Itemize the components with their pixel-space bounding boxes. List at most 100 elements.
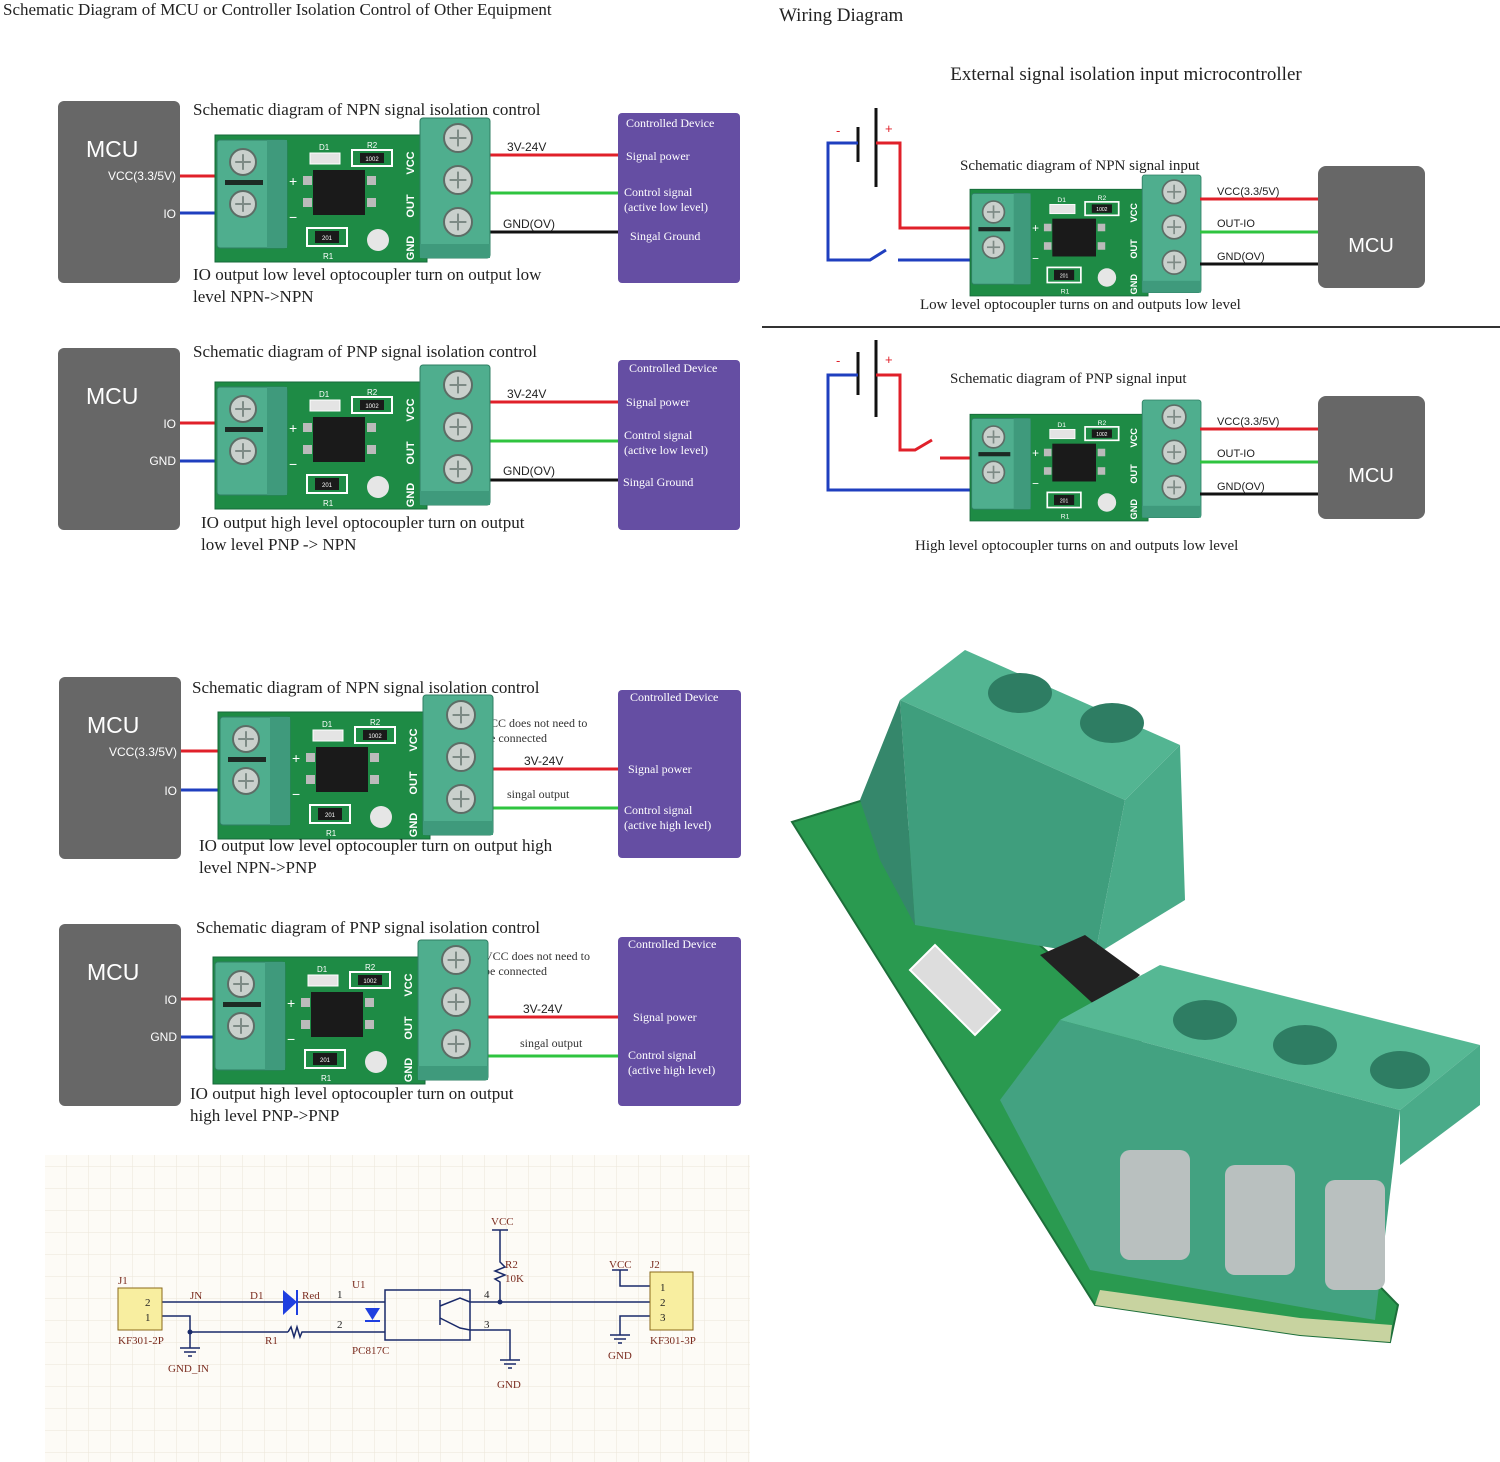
sch-label: R1 — [265, 1335, 278, 1347]
plus-label: + — [289, 420, 297, 436]
wiring-caption: Low level optocoupler turns on and outpu… — [920, 297, 1241, 313]
vcc-note: be connected — [484, 964, 547, 978]
sch-pin: 1 — [660, 1282, 666, 1294]
resistor-r1 — [304, 1049, 346, 1069]
wiring-title: Schematic diagram of NPN signal input — [960, 158, 1200, 174]
battery-plus: + — [885, 121, 893, 136]
sch-pin: 2 — [145, 1297, 151, 1309]
panel-title: Schematic diagram of NPN signal isolatio… — [193, 100, 541, 119]
sch-pin: 3 — [660, 1312, 666, 1324]
screw-hole — [1080, 703, 1144, 743]
r2-value: 1002 — [1096, 207, 1107, 213]
plus-label: + — [287, 995, 295, 1011]
pin-label: GND — [405, 483, 417, 508]
panel-caption: high level PNP->PNP — [190, 1106, 339, 1125]
terminal-2pin-top — [900, 650, 1180, 800]
resistor-body — [363, 730, 387, 740]
chip-pad — [367, 198, 376, 207]
panel-caption: IO output low level optocoupler turn on … — [199, 836, 553, 855]
resistor-body — [1054, 494, 1075, 505]
pin-label: OUT — [1129, 464, 1139, 484]
pcb-edge — [1095, 1290, 1392, 1342]
chip-pad — [367, 423, 376, 432]
pin-label: GND — [405, 236, 417, 261]
wire-label: OUT-IO — [1217, 218, 1255, 230]
mcu-label: MCU — [86, 383, 138, 409]
chip-pad — [301, 998, 310, 1007]
sch-pin: 4 — [484, 1289, 490, 1301]
chip-pad — [303, 198, 312, 207]
led-d1 — [309, 399, 341, 412]
ground-label: GND(OV) — [503, 464, 555, 478]
right-title: Wiring Diagram — [779, 5, 904, 26]
device-title: Controlled Device — [629, 361, 717, 375]
led-d1 — [307, 974, 339, 987]
pin-label: VCC — [405, 398, 417, 421]
device-line: Control signal — [624, 803, 693, 817]
pin-label: OUT — [1129, 239, 1139, 259]
voltage-label: 3V-24V — [507, 387, 546, 401]
r2-label: R2 — [370, 718, 381, 727]
r2-label: R2 — [365, 963, 376, 972]
terminal-lip — [418, 1066, 488, 1080]
terminal-side — [270, 717, 290, 825]
r1-label: R1 — [1061, 288, 1070, 295]
minus-label: − — [289, 456, 297, 472]
terminal-side — [265, 962, 285, 1070]
pin-label: VCC(3.3/5V) — [108, 169, 176, 183]
sch-pin: 2 — [337, 1319, 343, 1331]
mcu-label: MCU — [87, 712, 139, 738]
device-line: Singal Ground — [623, 475, 693, 489]
sch-label: VCC — [491, 1216, 514, 1228]
sch-label: D1 — [250, 1290, 263, 1302]
device-title: Controlled Device — [630, 690, 718, 704]
pin-label: GND — [149, 454, 176, 468]
resistor-r1 — [1046, 491, 1082, 509]
terminal-divider — [978, 452, 1011, 457]
resistor-body — [1091, 204, 1112, 213]
d1-label: D1 — [322, 720, 333, 729]
sch-label: R2 — [505, 1259, 518, 1271]
panel-npn-pnp: Schematic diagram of NPN signal isolatio… — [59, 677, 741, 877]
terminal-divider — [223, 1002, 261, 1007]
sch-label: Red — [302, 1290, 320, 1302]
led-d1 — [1049, 428, 1076, 440]
r2-value: 1002 — [365, 157, 379, 163]
resistor-r2 — [351, 396, 393, 414]
pin-label: OUT — [403, 1016, 415, 1040]
minus-label: − — [1032, 252, 1039, 265]
output-label: singal output — [520, 1036, 583, 1050]
wire-clamp — [1120, 1150, 1190, 1260]
wiring-npn: Schematic diagram of NPN signal input - … — [826, 108, 1425, 313]
panel-title: Schematic diagram of NPN signal isolatio… — [192, 678, 540, 697]
terminal-divider — [228, 757, 266, 762]
resistor-body — [315, 478, 339, 490]
plus-label: + — [292, 750, 300, 766]
terminal-lip — [423, 821, 493, 835]
r2-label: R2 — [1098, 195, 1107, 202]
resistor-body — [360, 400, 384, 410]
output-label: singal output — [507, 787, 570, 801]
resistor-body — [1054, 269, 1075, 280]
panel-caption: low level PNP -> NPN — [201, 535, 356, 554]
voltage-label: 3V-24V — [507, 140, 546, 154]
optocoupler-chip — [311, 992, 363, 1037]
terminal-divider — [978, 227, 1011, 232]
sch-label: VCC — [609, 1259, 632, 1271]
panel-title: Schematic diagram of PNP signal isolatio… — [193, 342, 537, 361]
connector-j2 — [649, 1271, 694, 1331]
r1-label: R1 — [323, 252, 334, 261]
r1-value: 201 — [320, 1058, 331, 1064]
pin-label: VCC — [403, 973, 415, 996]
terminal-divider — [225, 427, 263, 432]
battery-minus: - — [836, 353, 840, 368]
pin-label: GND — [1129, 274, 1139, 295]
terminal-lip — [420, 491, 490, 505]
plus-label: + — [1032, 222, 1039, 235]
wire-red — [876, 141, 974, 230]
connector-j1 — [117, 1287, 163, 1331]
